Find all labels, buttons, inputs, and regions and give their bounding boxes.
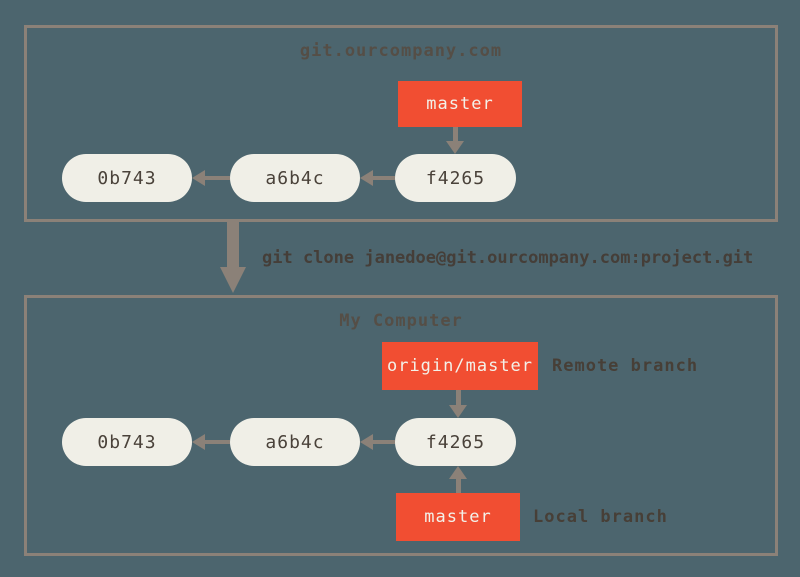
remote-branch-annotation: Remote branch [552, 356, 699, 376]
arrow-left-icon [203, 440, 230, 444]
local-branch-annotation: Local branch [533, 507, 668, 527]
arrow-left-icon [360, 170, 373, 186]
commit-node: f4265 [395, 418, 516, 466]
clone-arrow-icon [227, 222, 239, 268]
remote-server-title: git.ourcompany.com [299, 41, 503, 61]
commit-node: f4265 [395, 154, 516, 202]
arrow-down-icon [456, 390, 461, 406]
commit-node: a6b4c [230, 418, 360, 466]
commit-node: 0b743 [62, 418, 192, 466]
arrow-up-icon [449, 466, 467, 479]
arrow-left-icon [360, 434, 373, 450]
arrow-up-icon [456, 478, 461, 493]
clone-arrow-icon [220, 267, 246, 293]
local-computer-box: My Computer [24, 295, 778, 556]
commit-node: a6b4c [230, 154, 360, 202]
arrow-left-icon [192, 434, 205, 450]
arrow-left-icon [371, 176, 395, 180]
arrow-down-icon [453, 127, 458, 143]
local-master-branch-label: master [396, 493, 520, 541]
arrow-left-icon [203, 176, 230, 180]
arrow-down-icon [446, 141, 464, 154]
remote-server-box: git.ourcompany.com [24, 25, 778, 222]
local-computer-title: My Computer [339, 311, 463, 331]
remote-master-branch-label: master [398, 81, 522, 127]
arrow-left-icon [371, 440, 395, 444]
clone-command-text: git clone janedoe@git.ourcompany.com:pro… [262, 248, 754, 268]
origin-master-branch-label: origin/master [382, 342, 538, 390]
arrow-left-icon [192, 170, 205, 186]
arrow-down-icon [449, 405, 467, 418]
commit-node: 0b743 [62, 154, 192, 202]
